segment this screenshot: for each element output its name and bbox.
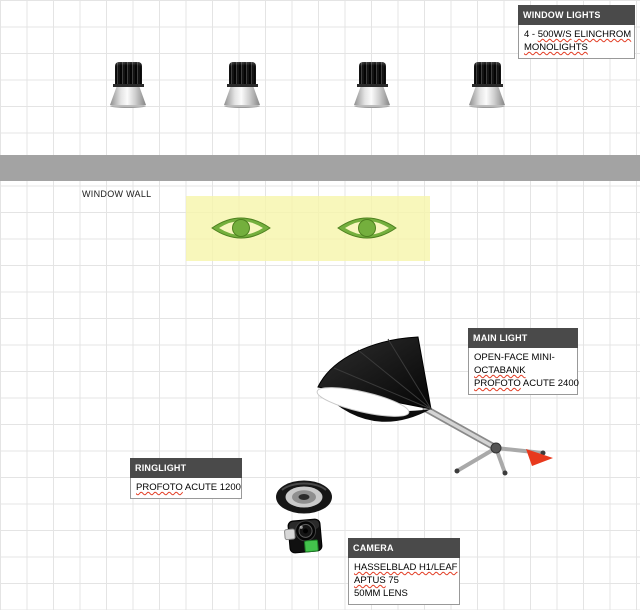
monolight-icon <box>110 62 146 108</box>
monolight-icon <box>354 62 390 108</box>
ring-highlight <box>281 482 327 491</box>
camera-lens-center <box>303 528 309 534</box>
red-flag <box>526 449 553 466</box>
subject-icon <box>211 217 271 239</box>
camera-screen <box>304 539 319 553</box>
monolight-body <box>114 62 142 84</box>
ring-hole <box>298 494 310 500</box>
callout-window-lights-title: WINDOW LIGHTS <box>518 5 635 25</box>
monolight-icon <box>469 62 505 108</box>
callout-camera-title: CAMERA <box>348 538 460 558</box>
monolight-icon <box>224 62 260 108</box>
camera-grip <box>284 528 296 541</box>
subject-head <box>358 219 376 237</box>
callout-ringlight: RINGLIGHT PROFOTO ACUTE 1200 <box>130 458 242 499</box>
window-wall-label: WINDOW WALL <box>82 189 152 199</box>
boom-arm <box>422 405 500 452</box>
lens-glint <box>299 525 303 529</box>
monolight-body <box>358 62 386 84</box>
callout-ringlight-title: RINGLIGHT <box>130 458 242 478</box>
monolight-rim <box>110 104 146 108</box>
softbox-icon <box>316 336 432 422</box>
monolight-rim <box>469 104 505 108</box>
ringlight-icon <box>276 480 332 514</box>
monolight-reflector <box>354 87 390 105</box>
subject-icon <box>337 217 397 239</box>
subject-head <box>232 219 250 237</box>
monolight-neck <box>112 84 144 87</box>
monolight-reflector <box>110 87 146 105</box>
callout-ringlight-body: PROFOTO ACUTE 1200 <box>130 478 242 499</box>
octabank-light-icon <box>316 336 553 476</box>
monolight-neck <box>226 84 258 87</box>
monolight-rim <box>224 104 260 108</box>
monolight-reflector <box>469 87 505 105</box>
monolight-body <box>228 62 256 84</box>
monolight-body <box>473 62 501 84</box>
diffusion-face <box>316 387 410 417</box>
monolight-rim <box>354 104 390 108</box>
window-wall <box>0 155 640 181</box>
monolight-reflector <box>224 87 260 105</box>
monolight-neck <box>356 84 388 87</box>
camera-icon <box>284 518 323 554</box>
callout-main-light-title: MAIN LIGHT <box>468 328 578 348</box>
monolight-neck <box>471 84 503 87</box>
stand-hub <box>490 442 502 454</box>
